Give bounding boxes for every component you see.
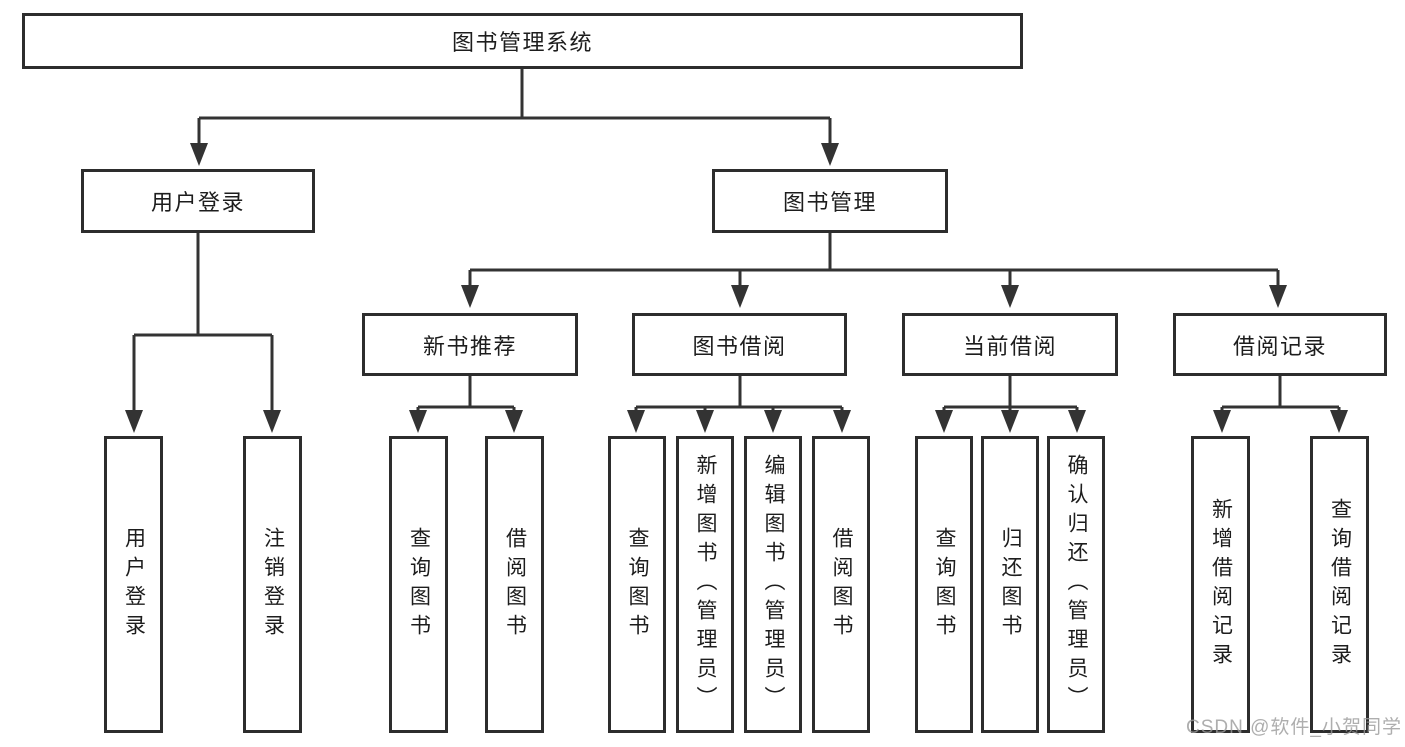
node-label: 确认归还（管理员） (1065, 454, 1089, 715)
node-borrow-record: 借阅记录 (1173, 313, 1387, 376)
node-label: 查询借阅记录 (1328, 497, 1352, 672)
leaf-query-borrow-record: 查询借阅记录 (1310, 436, 1369, 733)
node-new-book-recommend: 新书推荐 (362, 313, 578, 376)
leaf-edit-book-admin: 编辑图书（管理员） (744, 436, 802, 733)
node-label: 查询图书 (407, 526, 431, 643)
leaf-add-borrow-record: 新增借阅记录 (1191, 436, 1250, 733)
node-book-management: 图书管理 (712, 169, 948, 233)
leaf-query-book: 查询图书 (915, 436, 973, 733)
node-label: 当前借阅 (962, 333, 1057, 359)
node-label: 用户登录 (122, 526, 146, 643)
leaf-borrow-book: 借阅图书 (812, 436, 870, 733)
leaf-add-book-admin: 新增图书（管理员） (676, 436, 734, 733)
node-label: 借阅记录 (1232, 333, 1327, 359)
node-label: 查询图书 (933, 526, 957, 643)
node-label: 新书推荐 (422, 333, 517, 359)
arrowheads (125, 143, 1348, 433)
connector-stems (132, 69, 1341, 414)
node-book-borrow: 图书借阅 (632, 313, 847, 376)
node-label: 借阅图书 (503, 526, 527, 643)
node-label: 编辑图书（管理员） (762, 454, 786, 715)
node-label: 用户登录 (150, 190, 245, 215)
node-user-login: 用户登录 (81, 169, 315, 233)
watermark: CSDN @软件_小贺同学 (1186, 717, 1402, 738)
leaf-query-book: 查询图书 (389, 436, 448, 733)
node-label: 图书管理系统 (451, 30, 593, 55)
node-label: 借阅图书 (830, 526, 854, 643)
node-root-system: 图书管理系统 (22, 13, 1023, 69)
node-label: 归还图书 (999, 526, 1023, 643)
node-label: 图书管理 (782, 190, 877, 215)
node-label: 新增图书（管理员） (694, 454, 718, 715)
node-label: 注销登录 (261, 526, 285, 643)
leaf-borrow-book: 借阅图书 (485, 436, 544, 733)
leaf-return-book: 归还图书 (981, 436, 1039, 733)
node-current-borrow: 当前借阅 (902, 313, 1118, 376)
node-label: 图书借阅 (692, 333, 787, 359)
node-label: 查询图书 (626, 526, 650, 643)
leaf-confirm-return-admin: 确认归还（管理员） (1047, 436, 1105, 733)
leaf-logout: 注销登录 (243, 436, 302, 733)
node-label: 新增借阅记录 (1209, 497, 1233, 672)
leaf-user-login: 用户登录 (104, 436, 163, 733)
leaf-query-book: 查询图书 (608, 436, 666, 733)
